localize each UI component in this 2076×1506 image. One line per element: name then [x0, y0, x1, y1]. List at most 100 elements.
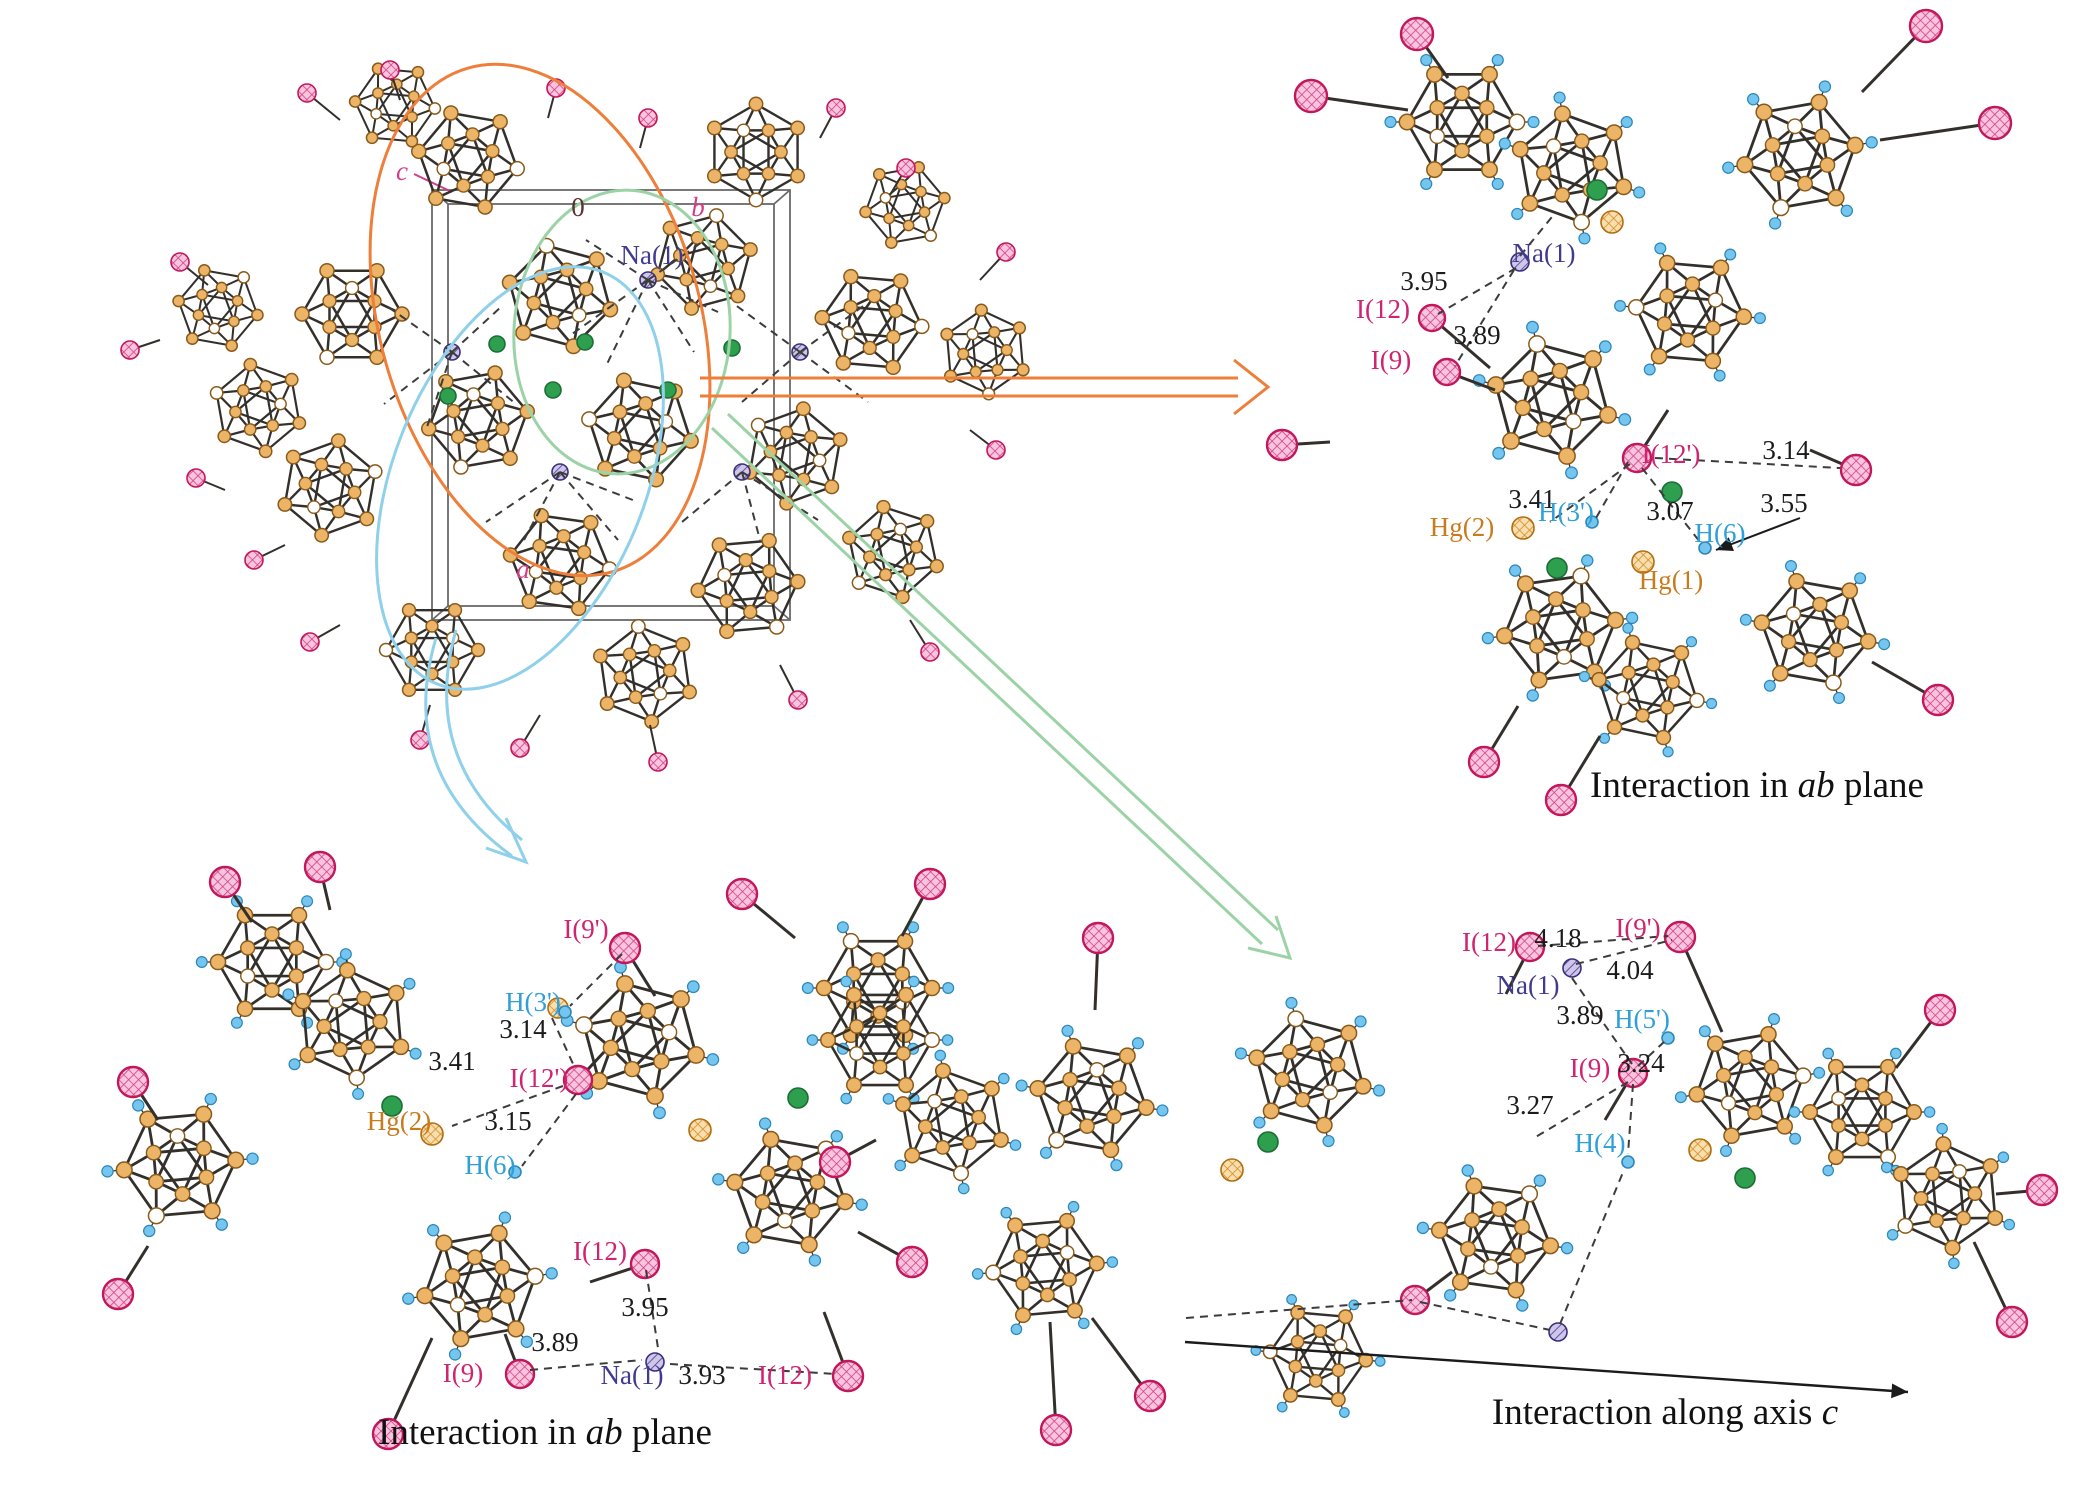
boron-atom	[438, 373, 454, 390]
carborane-cluster	[101, 1092, 259, 1238]
boron-atom	[319, 262, 335, 279]
boron-atom	[1878, 1091, 1893, 1106]
boron-atom	[284, 372, 299, 387]
cage-bond	[1562, 609, 1585, 658]
carbon-atom	[1508, 113, 1526, 131]
cage-bond	[1255, 1057, 1273, 1112]
hydrogen-atom	[1234, 1047, 1248, 1060]
boron-atom	[1606, 611, 1625, 629]
carbon-atom	[985, 1264, 1002, 1281]
boron-atom	[845, 986, 863, 1003]
boron-atom	[243, 423, 257, 436]
hydrogen-atom	[1156, 1104, 1169, 1117]
carbon-atom	[526, 1267, 544, 1285]
carborane-cluster	[859, 161, 951, 249]
green-arrow-head	[1247, 915, 1293, 961]
carbon-atom	[370, 107, 383, 120]
cage-bond	[902, 1069, 944, 1106]
cage-bond	[442, 133, 474, 170]
carbon-atom	[169, 1128, 186, 1144]
cage-bond	[1691, 283, 1715, 329]
distance-label: 3.41	[428, 1046, 475, 1076]
carbon-atom	[428, 102, 442, 115]
cage-bond	[176, 1135, 208, 1179]
boron-atom	[754, 1194, 771, 1210]
hydrogen-atom	[1526, 320, 1539, 334]
boron-atom	[197, 264, 211, 277]
metal-green-atom	[439, 387, 457, 405]
hydrogen-atom	[1886, 1228, 1899, 1241]
cage-bond	[847, 295, 876, 334]
carbon-atom	[1572, 567, 1590, 585]
metal-green-atom	[1546, 557, 1568, 579]
cage-bond	[472, 393, 504, 430]
boron-atom	[730, 288, 746, 304]
boron-atom	[392, 1038, 410, 1056]
mercury-atom	[688, 1118, 712, 1142]
boron-atom	[885, 359, 901, 376]
cage-bond	[629, 653, 671, 672]
cage-bond	[337, 468, 348, 512]
interaction-dashed-line	[485, 471, 561, 523]
carbon-atom	[982, 387, 996, 401]
cage-bond	[457, 1294, 508, 1307]
cage-bond	[1715, 1032, 1769, 1045]
hydrogen-atom	[1621, 1155, 1635, 1169]
cage-bond	[1942, 1143, 1992, 1168]
boron-atom	[745, 1226, 763, 1244]
boron-atom	[1548, 591, 1564, 608]
interaction-dashed-line	[529, 1359, 643, 1371]
cage-bond	[587, 418, 607, 470]
cage-bond	[1628, 671, 1673, 684]
caption-part: plane	[1835, 765, 1924, 806]
boron-atom	[1281, 1043, 1298, 1060]
hydrogen-label: H(3')	[505, 987, 561, 1017]
boron-atom	[742, 242, 758, 258]
hydrogen-atom	[1000, 1206, 1013, 1219]
boron-atom	[602, 1039, 620, 1056]
cage-bond	[1958, 1171, 1965, 1219]
cage-bond	[650, 691, 691, 723]
cage-bond	[1460, 92, 1488, 137]
cage-bond	[778, 459, 820, 477]
sodium-label: Na(1)	[621, 240, 684, 270]
cage-bond	[450, 111, 501, 123]
boron-atom	[264, 926, 280, 942]
cage-bond	[210, 1159, 238, 1212]
hydrogen-atom	[1354, 1015, 1367, 1028]
cage-bond	[1580, 140, 1592, 191]
boron-atom	[814, 309, 830, 326]
boron-atom	[1572, 384, 1590, 401]
boron-atom	[935, 1140, 951, 1155]
cage-bond	[202, 1113, 237, 1161]
cage-bond	[1818, 101, 1857, 147]
boron-atom	[435, 1234, 453, 1252]
hydrogen-atom	[1560, 1241, 1574, 1255]
boron-atom	[1828, 642, 1845, 658]
boron-atom	[549, 580, 564, 595]
boron-atom	[174, 1186, 191, 1202]
boron-atom	[365, 131, 379, 145]
mercury-label: Hg(1)	[1639, 565, 1703, 595]
boron-atom	[706, 168, 722, 184]
boron-atom	[1529, 638, 1545, 654]
cage-bond	[552, 288, 588, 324]
boron-atom	[943, 369, 958, 383]
cage-bond	[724, 569, 770, 577]
cage-bond	[646, 1010, 663, 1062]
carborane-cluster	[1788, 1047, 1936, 1177]
boron-atom	[795, 401, 811, 417]
boron-atom	[1659, 288, 1675, 304]
boron-atom	[1000, 343, 1013, 357]
hydrogen-atom	[1788, 1106, 1801, 1118]
carbon-atom	[240, 968, 256, 984]
distance-label: 3.95	[1400, 266, 1447, 296]
iodine-atom	[380, 60, 400, 80]
boron-atom	[1039, 1287, 1055, 1303]
boron-atom	[570, 600, 587, 617]
cage-bond	[786, 485, 833, 505]
boron-atom	[1797, 175, 1813, 192]
boron-atom	[299, 1046, 317, 1064]
carborane-cluster	[282, 948, 422, 1100]
carborane-cluster	[402, 1211, 558, 1361]
